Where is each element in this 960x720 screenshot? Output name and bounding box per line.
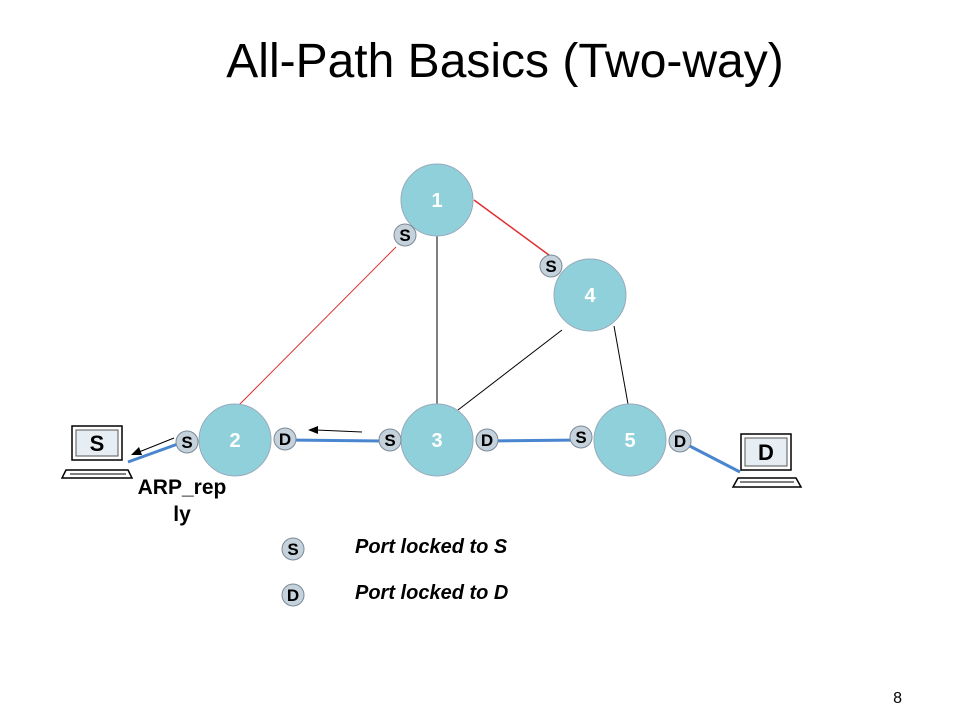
host-label: D: [758, 440, 774, 465]
port-node5-to-3: S: [569, 425, 593, 449]
legend-symbol-s: S: [281, 537, 305, 561]
link-1-4: [473, 199, 554, 259]
source-host: S: [60, 425, 134, 479]
link-4-3: [457, 329, 563, 411]
legend-symbol-label: D: [287, 586, 299, 605]
link-3-5: [487, 438, 583, 443]
switch-node-3: 3: [400, 403, 474, 477]
link-4-5: [613, 325, 629, 405]
link-2-3: [285, 438, 389, 443]
switch-node-5: 5: [593, 403, 667, 477]
host-label: S: [90, 431, 105, 456]
legend-symbol-label: S: [287, 540, 298, 559]
port-label: D: [481, 431, 493, 450]
port-node2-to-3: D: [273, 427, 297, 451]
node-label: 4: [584, 285, 596, 307]
port-label: S: [399, 226, 410, 245]
port-label: S: [384, 431, 395, 450]
port-label: D: [279, 430, 291, 449]
port-label: S: [575, 428, 586, 447]
page-number: 8: [893, 690, 902, 707]
node-label: 1: [431, 190, 442, 212]
port-node5-to-host: D: [668, 429, 692, 453]
node-label: 5: [624, 430, 635, 452]
port-label: D: [674, 432, 686, 451]
arp-reply-label-line1: ARP_rep: [137, 476, 227, 499]
port-node3-to-2: S: [378, 428, 402, 452]
switch-node-2: 2: [198, 403, 272, 477]
computer-icon: [60, 425, 134, 479]
port-node1-to-2: S: [393, 223, 417, 247]
destination-host: D: [731, 433, 803, 488]
link-1-2: [233, 246, 397, 411]
arp-reply-label-line2: ly: [173, 503, 191, 526]
arp-reply-label: ARP_rep ly: [122, 474, 242, 528]
legend-symbol-d: D: [281, 583, 305, 607]
computer-icon: [731, 433, 803, 488]
node-label: 3: [431, 430, 442, 452]
legend-text-locked-s: Port locked to S: [355, 536, 508, 558]
port-label: S: [545, 257, 556, 276]
port-node2-to-host: S: [175, 430, 199, 454]
arp-reply-arrow: [308, 426, 363, 434]
slide-title: All-Path Basics (Two-way): [226, 35, 784, 88]
legend-text-locked-d: Port locked to D: [355, 582, 509, 604]
arp-reply-arrow-to-host: [131, 437, 175, 455]
node-label: 2: [229, 430, 240, 452]
port-label: S: [181, 433, 192, 452]
port-node3-to-5: D: [475, 428, 499, 452]
port-node4-to-1: S: [539, 254, 563, 278]
switch-node-4: 4: [553, 258, 627, 332]
switch-node-1: 1: [400, 163, 474, 237]
